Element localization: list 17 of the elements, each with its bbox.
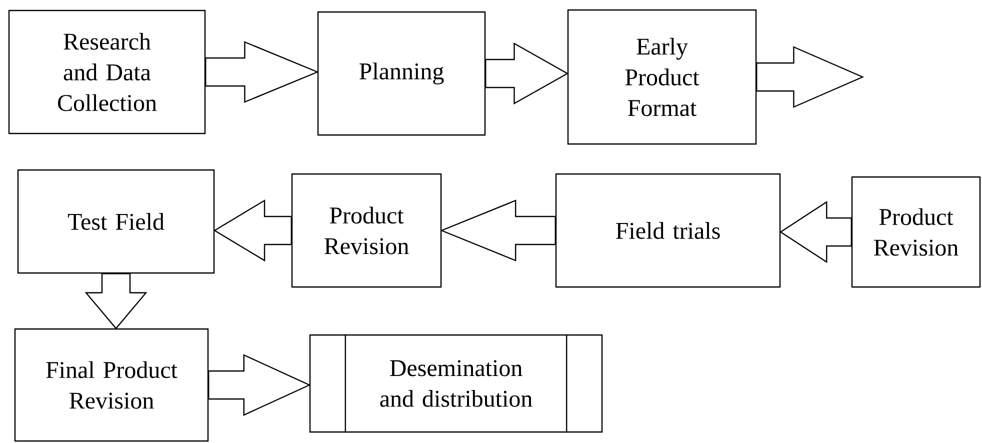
predefined-process-box: Desemination and distribution	[309, 334, 603, 433]
process-box: Field trials	[555, 173, 781, 288]
block-arrow	[485, 42, 569, 105]
process-box: Planning	[317, 11, 486, 136]
process-box: Product Revision	[851, 176, 981, 288]
block-arrow	[440, 200, 556, 262]
process-box: Product Revision	[291, 173, 442, 288]
process-box: Early Product Format	[567, 9, 757, 145]
process-box: Final Product Revision	[14, 328, 209, 442]
block-arrow	[780, 200, 852, 264]
block-arrow	[205, 41, 319, 103]
block-arrow	[84, 273, 148, 330]
block-arrow	[208, 354, 311, 416]
block-arrow	[213, 199, 292, 262]
process-box: Test Field	[17, 169, 215, 274]
block-arrow	[756, 46, 864, 108]
process-box: Research and Data Collection	[8, 10, 206, 134]
